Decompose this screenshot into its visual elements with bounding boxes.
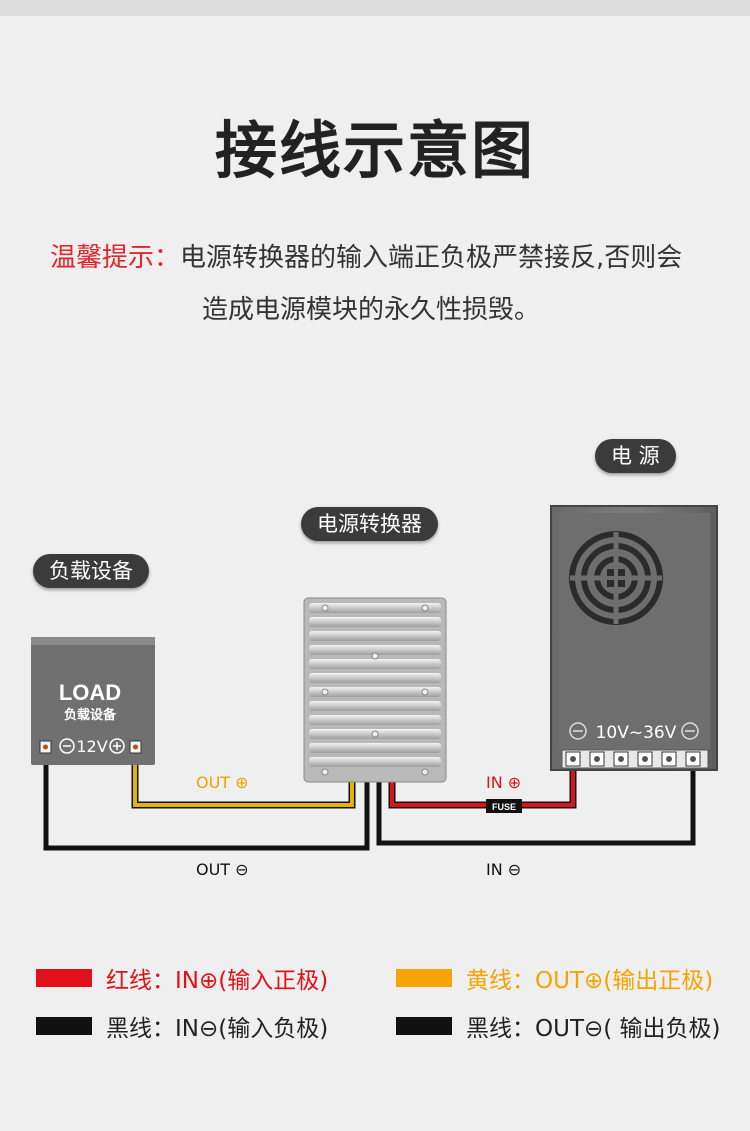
out-negative-label: OUT ⊖	[196, 860, 249, 879]
legend-black-in-line: 黑线：IN⊖(输入负极)	[36, 1009, 328, 1043]
warning-lead: 温馨提示：	[50, 243, 181, 273]
wire-in-positive	[388, 760, 577, 809]
out-positive-label: OUT ⊕	[196, 773, 249, 792]
converter-label: 电源转换器	[301, 507, 438, 541]
legend-swatch-yellow	[396, 969, 452, 987]
load-device-label: 负载设备	[33, 554, 149, 588]
warning-line-2: 造成电源模块的永久性损毁。	[202, 295, 541, 325]
warning-notice: 温馨提示：电源转换器的输入端正负极严禁接反,否则会 造成电源模块的永久性损毁。	[50, 232, 710, 336]
ground-icon	[569, 722, 587, 740]
load-logo-sub: 负载设备	[64, 707, 117, 723]
legend-black-out-line: 黑线：OUT⊖( 输出负极)	[396, 1009, 721, 1043]
top-band	[0, 0, 750, 16]
legend-red-line: 红线：IN⊕(输入正极)	[36, 961, 328, 995]
psu-voltage: 10V~36V	[596, 723, 677, 743]
legend-red-text: 红线：IN⊕(输入正极)	[106, 968, 329, 994]
page-title: 接线示意图	[214, 114, 535, 187]
legend-swatch-black-out	[396, 1017, 452, 1035]
fuse-label: FUSE	[492, 802, 516, 812]
wire-out-negative	[43, 752, 370, 851]
converter-heatsink	[303, 597, 447, 783]
legend-black-out-text: 黑线：OUT⊖( 输出负极)	[466, 1016, 721, 1042]
power-supply: 10V~36V	[550, 505, 718, 771]
load-voltage: 12V	[76, 737, 107, 756]
minus-terminal-icon	[59, 738, 75, 754]
load-logo: LOAD	[59, 680, 121, 705]
legend-yellow-text: 黄线：OUT⊕(输出正极)	[466, 968, 714, 994]
in-positive-label: IN ⊕	[486, 773, 521, 792]
power-supply-label: 电 源	[595, 439, 676, 473]
load-device: LOAD 负载设备 12V	[31, 637, 155, 765]
plus-terminal-icon	[109, 738, 125, 754]
wire-in-negative	[376, 760, 696, 846]
warning-line-1: 电源转换器的输入端正负极严禁接反,否则会	[180, 243, 683, 273]
heatsink-fins	[309, 603, 441, 767]
in-negative-label: IN ⊖	[486, 860, 521, 879]
minus-icon	[681, 722, 699, 740]
legend-yellow-line: 黄线：OUT⊕(输出正极)	[396, 961, 713, 995]
fuse: FUSE	[486, 799, 522, 813]
legend-black-in-text: 黑线：IN⊖(输入负极)	[106, 1016, 329, 1042]
fan-icon	[569, 531, 663, 625]
wire-out-positive	[131, 752, 356, 809]
legend-swatch-red	[36, 969, 92, 987]
legend-swatch-black-in	[36, 1017, 92, 1035]
